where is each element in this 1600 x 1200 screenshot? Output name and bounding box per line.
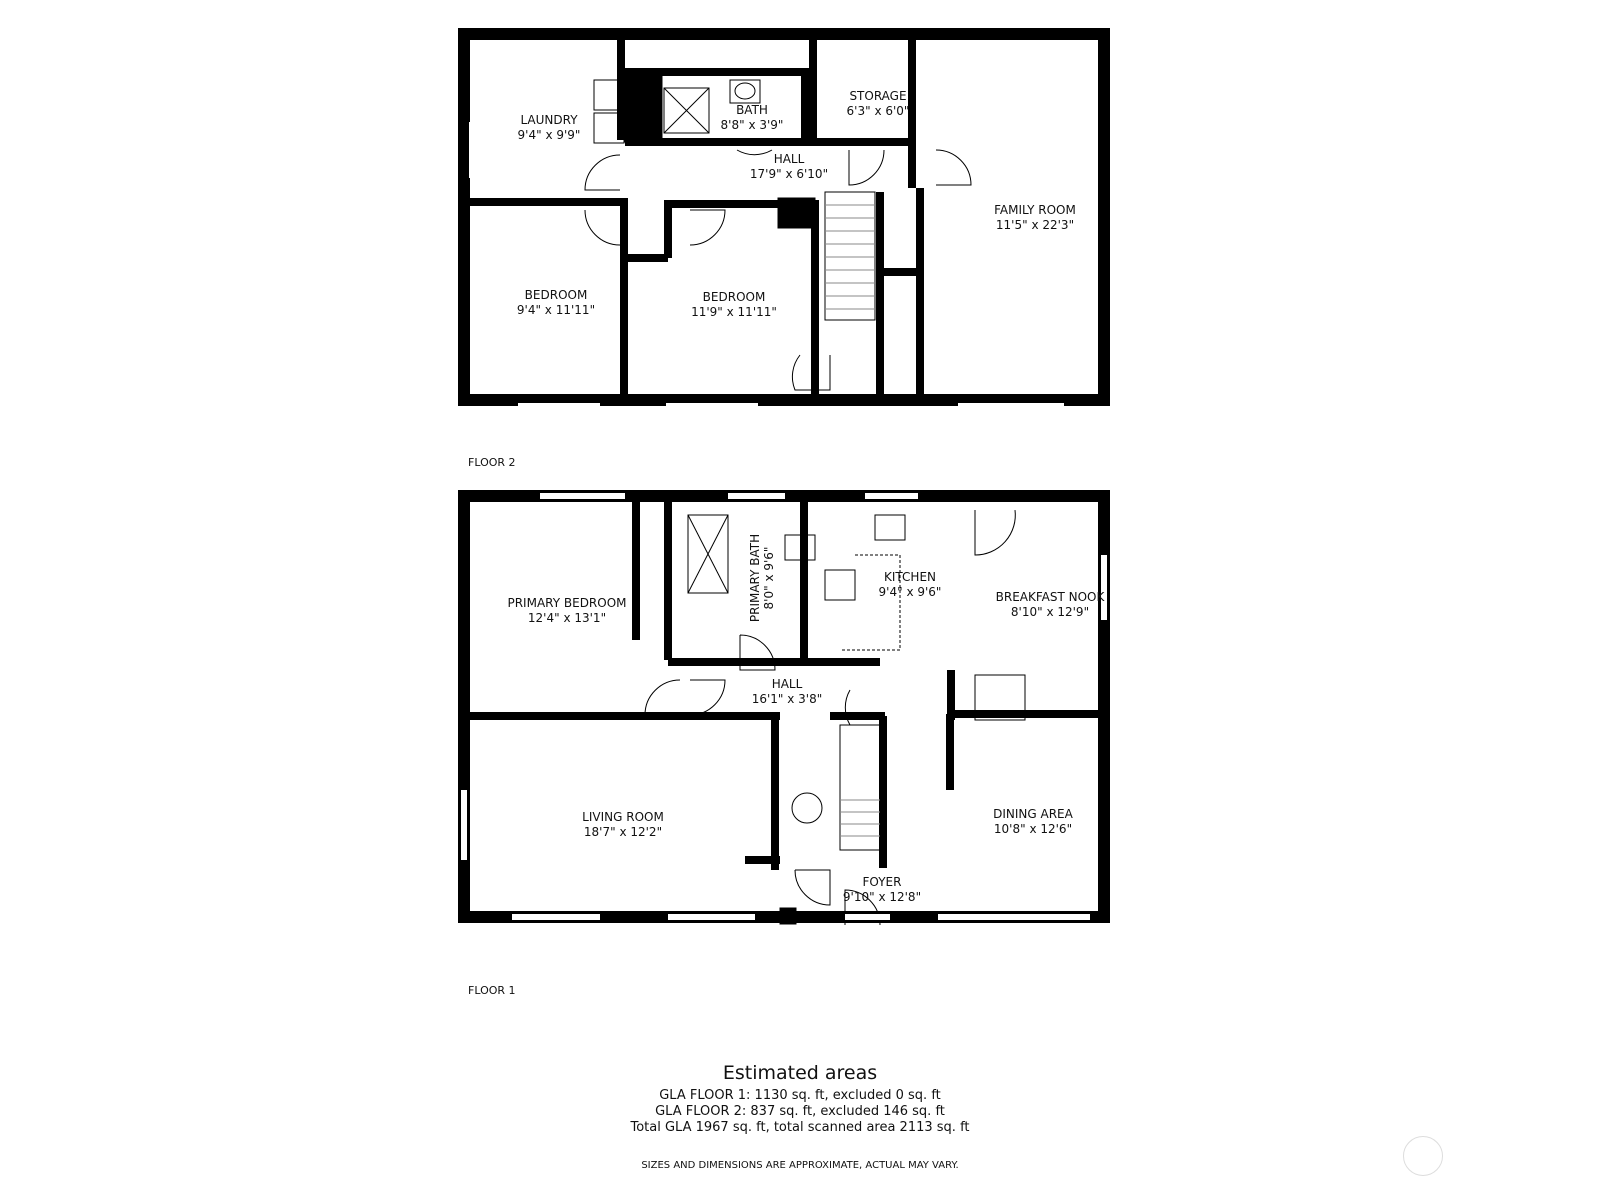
- room-dims: 11'5" x 22'3": [996, 218, 1074, 232]
- area-line: GLA FLOOR 2: 837 sq. ft, excluded 146 sq…: [655, 1104, 945, 1119]
- room-name: HALL: [772, 677, 803, 691]
- watermark-logo-icon: [1403, 1136, 1443, 1176]
- room-dims: 11'9" x 11'11": [691, 305, 777, 319]
- areas-title: Estimated areas: [722, 1062, 878, 1084]
- room-name: FOYER: [863, 875, 902, 889]
- room-name: LAUNDRY: [520, 113, 578, 127]
- room-dims: 9'10" x 12'8": [843, 890, 921, 904]
- room-dims: 6'3" x 6'0": [847, 104, 910, 118]
- room-name: DINING AREA: [993, 807, 1074, 821]
- room-dims: 17'9" x 6'10": [750, 167, 828, 181]
- room-name: BREAKFAST NOOK: [996, 590, 1106, 604]
- room-name: BATH: [736, 103, 768, 117]
- room-name: KITCHEN: [884, 570, 936, 584]
- room-dims: 10'8" x 12'6": [994, 822, 1072, 836]
- disclaimer: SIZES AND DIMENSIONS ARE APPROXIMATE, AC…: [641, 1160, 959, 1171]
- room-dims: 9'4" x 9'6": [879, 585, 942, 599]
- room-labels: LAUNDRY 9'4" x 9'9" BATH 8'8" x 3'9" STO…: [507, 89, 1105, 904]
- room-name: LIVING ROOM: [582, 810, 664, 824]
- area-line: GLA FLOOR 1: 1130 sq. ft, excluded 0 sq.…: [659, 1088, 941, 1103]
- estimated-areas: Estimated areas GLA FLOOR 1: 1130 sq. ft…: [540, 1062, 1060, 1136]
- room-dims: 8'0" x 9'6": [762, 547, 776, 610]
- room-name: PRIMARY BEDROOM: [507, 596, 626, 610]
- room-dims: 16'1" x 3'8": [752, 692, 823, 706]
- room-dims: 8'10" x 12'9": [1011, 605, 1089, 619]
- room-dims: 9'4" x 11'11": [517, 303, 595, 317]
- room-name: STORAGE: [849, 89, 906, 103]
- room-dims: 12'4" x 13'1": [528, 611, 606, 625]
- room-name: HALL: [774, 152, 805, 166]
- room-dims: 8'8" x 3'9": [721, 118, 784, 132]
- floor2-outer-walls: [458, 28, 1110, 406]
- floor1-label: FLOOR 1: [468, 984, 516, 997]
- room-name: BEDROOM: [525, 288, 588, 302]
- room-name: PRIMARY BATH: [748, 534, 762, 622]
- room-dims: 9'4" x 9'9": [518, 128, 581, 142]
- room-name: BEDROOM: [703, 290, 766, 304]
- floor1-outer-walls: [458, 490, 1110, 923]
- floor2-plan: [458, 28, 1125, 409]
- floor2-label: FLOOR 2: [468, 456, 516, 469]
- floor1-plan: [458, 490, 1110, 926]
- area-line: Total GLA 1967 sq. ft, total scanned are…: [630, 1120, 970, 1135]
- room-name: FAMILY ROOM: [994, 203, 1076, 217]
- room-dims: 18'7" x 12'2": [584, 825, 662, 839]
